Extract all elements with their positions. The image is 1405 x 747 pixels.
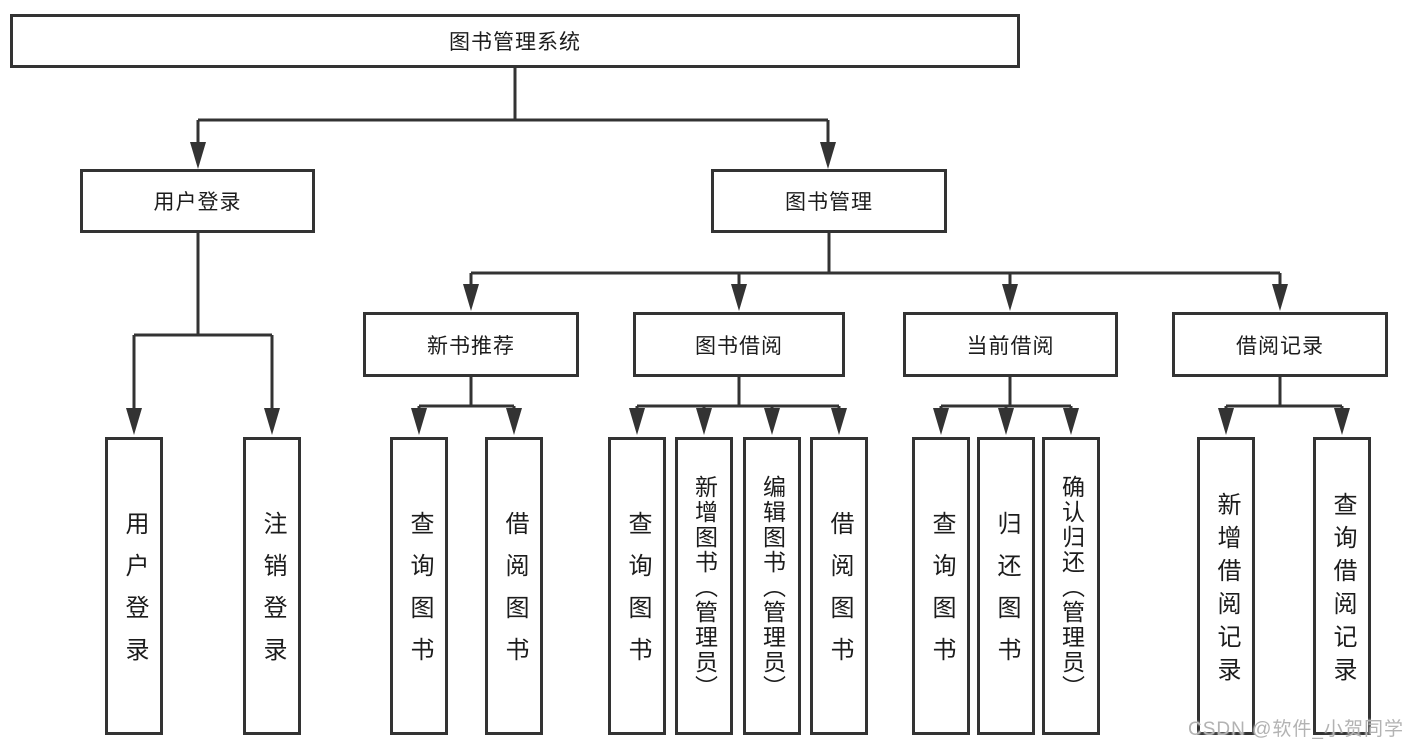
node-user-login-label: 用户登录 — [153, 191, 242, 214]
node-user-login: 用户登录 — [80, 169, 315, 233]
leaf-query-book-2-label: 查询图书 — [624, 511, 651, 679]
connector-book-mgmt-to-modules — [463, 233, 1288, 311]
connector-module2-to-leaves — [629, 377, 847, 435]
leaf-query-book-1: 查询图书 — [390, 437, 448, 735]
leaf-borrow-book-1-label: 借阅图书 — [501, 511, 528, 679]
leaf-add-borrow-record-label: 新增借阅记录 — [1213, 491, 1240, 690]
leaf-return-book-label: 归还图书 — [993, 511, 1020, 679]
leaf-borrow-book-2: 借阅图书 — [810, 437, 868, 735]
node-root: 图书管理系统 — [10, 14, 1020, 68]
node-new-book-recommend: 新书推荐 — [363, 312, 579, 377]
leaf-query-book-2: 查询图书 — [608, 437, 666, 735]
node-book-borrow-label: 图书借阅 — [695, 334, 783, 358]
leaf-query-book-1-label: 查询图书 — [406, 511, 433, 679]
leaf-add-borrow-record: 新增借阅记录 — [1197, 437, 1255, 735]
connector-module3-to-leaves — [933, 377, 1079, 435]
leaf-query-book-3: 查询图书 — [912, 437, 970, 735]
connector-module1-to-leaves — [411, 377, 522, 435]
node-root-label: 图书管理系统 — [449, 31, 581, 54]
leaf-borrow-book-2-label: 借阅图书 — [826, 511, 853, 679]
leaf-confirm-return-admin-label: 确认归还（管理员） — [1058, 474, 1085, 700]
leaf-add-book-admin-label: 新增图书（管理员） — [691, 474, 718, 700]
node-borrow-record-label: 借阅记录 — [1236, 334, 1324, 358]
leaf-logout: 注销登录 — [243, 437, 301, 735]
node-book-mgmt: 图书管理 — [711, 169, 947, 233]
node-book-mgmt-label: 图书管理 — [785, 191, 873, 214]
node-borrow-record: 借阅记录 — [1172, 312, 1388, 377]
leaf-borrow-book-1: 借阅图书 — [485, 437, 543, 735]
leaf-query-borrow-record: 查询借阅记录 — [1313, 437, 1371, 735]
node-new-book-recommend-label: 新书推荐 — [427, 334, 515, 358]
leaf-add-book-admin: 新增图书（管理员） — [675, 437, 733, 735]
leaf-user-login-label: 用户登录 — [121, 511, 148, 679]
leaf-edit-book-admin-label: 编辑图书（管理员） — [759, 474, 786, 700]
node-book-borrow: 图书借阅 — [633, 312, 845, 377]
leaf-user-login: 用户登录 — [105, 437, 163, 735]
node-current-borrow-label: 当前借阅 — [966, 334, 1055, 358]
leaf-return-book: 归还图书 — [977, 437, 1035, 735]
csdn-watermark: CSDN @软件_小贺同学 — [1188, 719, 1404, 740]
connector-user-login-to-leaves — [126, 233, 280, 435]
leaf-confirm-return-admin: 确认归还（管理员） — [1042, 437, 1100, 735]
leaf-logout-label: 注销登录 — [259, 511, 286, 679]
connector-module4-to-leaves — [1218, 377, 1350, 435]
leaf-edit-book-admin: 编辑图书（管理员） — [743, 437, 801, 735]
connector-root-to-level2 — [190, 68, 836, 169]
leaf-query-book-3-label: 查询图书 — [928, 511, 955, 679]
leaf-query-borrow-record-label: 查询借阅记录 — [1329, 491, 1356, 690]
node-current-borrow: 当前借阅 — [903, 312, 1118, 377]
